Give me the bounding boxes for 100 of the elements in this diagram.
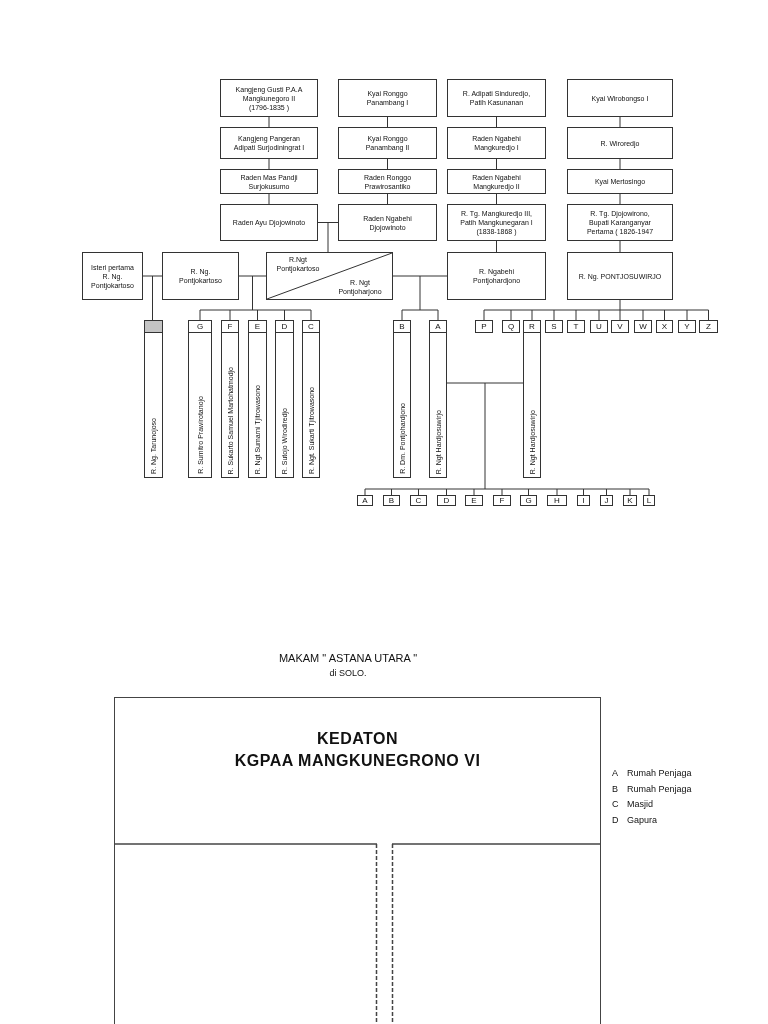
connector-line [268,158,270,170]
letter-label: K [627,496,633,505]
key-letter: A [612,767,619,780]
person-box [567,79,673,117]
subtitle: di SOLO. [329,668,367,679]
person-box [567,252,673,300]
letter-box [465,495,483,506]
letter-box [567,320,585,333]
connector-line [387,158,388,170]
letter-box [502,320,520,333]
person-column-box [275,320,294,478]
letter-label: R [524,321,540,333]
letter-box [437,495,456,506]
letter-label: B [394,321,410,333]
connector-line [619,158,621,170]
letter-box [600,495,613,506]
letter-box [590,320,608,333]
person-box [447,79,546,117]
connector-line [317,222,339,253]
connector-line [619,240,621,253]
connector-line [496,116,497,128]
person-box [338,79,437,117]
letter-label: G [189,321,211,333]
split-person-box [266,252,393,300]
person-column-box [144,320,163,478]
letter-label: Y [684,322,690,331]
key-letter: C [612,798,620,811]
letter-label: B [388,496,395,505]
letter-label: H [554,496,560,505]
connector-line [364,382,650,496]
letter-label: D [276,321,293,333]
connector-line [387,116,388,128]
connector-line [142,275,163,321]
person-box [220,204,318,241]
person-box [220,127,318,159]
connector-line [619,193,621,205]
letter-box [383,495,400,506]
letter-label: Z [706,322,711,331]
area-name: KGPAA MANGKUNEGRONO VI [234,751,481,771]
person-column-box [302,320,320,478]
person-column-box [248,320,267,478]
letter-box [545,320,563,333]
key-text: Gapura [627,813,659,827]
connector-line [496,158,497,170]
connector-line [268,116,270,128]
letter-box [520,495,537,506]
area-title: KEDATON [316,729,399,749]
letter-label: U [596,322,602,331]
person-box [567,169,673,194]
person-column-box [429,320,447,478]
connector-line [392,275,448,321]
letter-label: V [617,322,623,331]
letter-label: E [471,496,477,505]
letter-box [634,320,652,333]
key-text: Masjid [627,798,654,811]
person-box [447,127,546,159]
connector-line [619,116,621,128]
letter-label: S [551,322,557,331]
letter-box [577,495,590,506]
connector-line [483,299,709,321]
letter-box [656,320,673,333]
person-column-box [188,320,212,478]
connector-line [496,193,497,205]
letter-box [623,495,637,506]
person-column-box [523,320,541,478]
letter-label: A [362,496,368,505]
letter-box [547,495,567,506]
key-text: Rumah Penjaga [627,782,692,796]
letter-label: E [249,321,266,333]
letter-box [611,320,629,333]
person-box [162,252,239,300]
letter-label: F [222,321,238,333]
person-box [338,204,437,241]
letter-box [357,495,373,506]
letter-label: A [430,321,446,333]
person-box [338,127,437,159]
letter-label: X [661,322,668,331]
connector-line [268,193,270,205]
person-box [82,252,143,300]
letter-box [410,495,427,506]
letter-label: F [499,496,505,505]
person-box [447,252,546,300]
letter-label: Q [507,322,515,331]
person-column-box [393,320,411,478]
letter-label: G [525,496,532,505]
person-column-box [221,320,239,478]
person-box [567,204,673,241]
letter-label: D [443,496,450,505]
connector-line [199,275,312,321]
person-box [447,204,546,241]
diagram-title: MAKAM " ASTANA UTARA " [278,652,418,665]
connector-line [387,193,388,205]
key-letter: B [612,782,619,796]
letter-box [699,320,718,333]
person-box [338,169,437,194]
letter-box [475,320,493,333]
connector-line [496,240,497,253]
person-box [220,79,318,117]
letter-label: C [303,321,319,333]
letter-label: I [582,496,585,505]
